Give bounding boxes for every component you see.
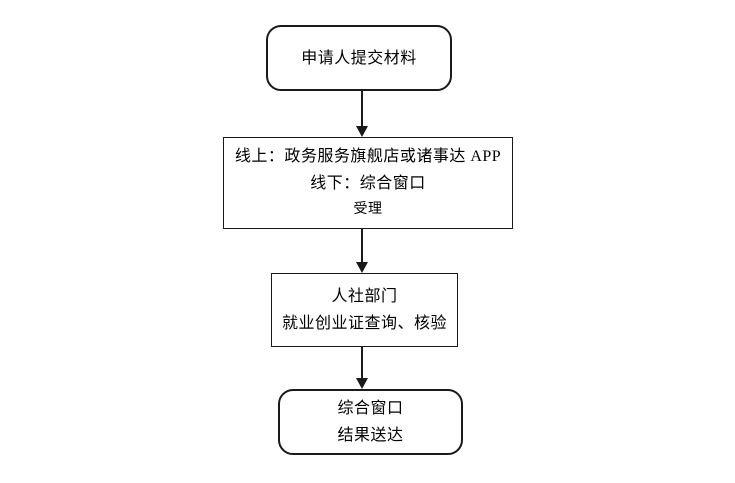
node-hr-department-check: 人社部门 就业创业证查询、核验 — [271, 273, 458, 347]
arrow-acceptance-to-check — [356, 229, 368, 273]
node-hr-check-label: 就业创业证查询、核验 — [281, 315, 447, 332]
arrow-shaft — [361, 229, 363, 262]
node-result-window-label: 综合窗口 — [337, 400, 404, 417]
arrow-head-icon — [356, 378, 368, 389]
node-acceptance-line-accept: 受理 — [353, 202, 383, 217]
node-acceptance-line-online: 线上：政务服务旗舰店或诸事达 APP — [234, 148, 502, 165]
node-result-delivery: 综合窗口 结果送达 — [278, 389, 463, 455]
node-acceptance-line-offline: 线下：综合窗口 — [310, 175, 426, 192]
node-acceptance-channels: 线上：政务服务旗舰店或诸事达 APP 线下：综合窗口 受理 — [223, 137, 513, 229]
node-hr-department-label: 人社部门 — [331, 288, 398, 305]
arrow-head-icon — [356, 126, 368, 137]
arrow-shaft — [361, 91, 363, 126]
node-applicant-submit-label: 申请人提交材料 — [301, 49, 417, 67]
node-result-delivery-label: 结果送达 — [337, 427, 404, 444]
arrow-head-icon — [356, 262, 368, 273]
arrow-check-to-delivery — [356, 347, 368, 389]
node-applicant-submit: 申请人提交材料 — [266, 25, 452, 91]
arrow-shaft — [361, 347, 363, 378]
arrow-submit-to-acceptance — [356, 91, 368, 137]
